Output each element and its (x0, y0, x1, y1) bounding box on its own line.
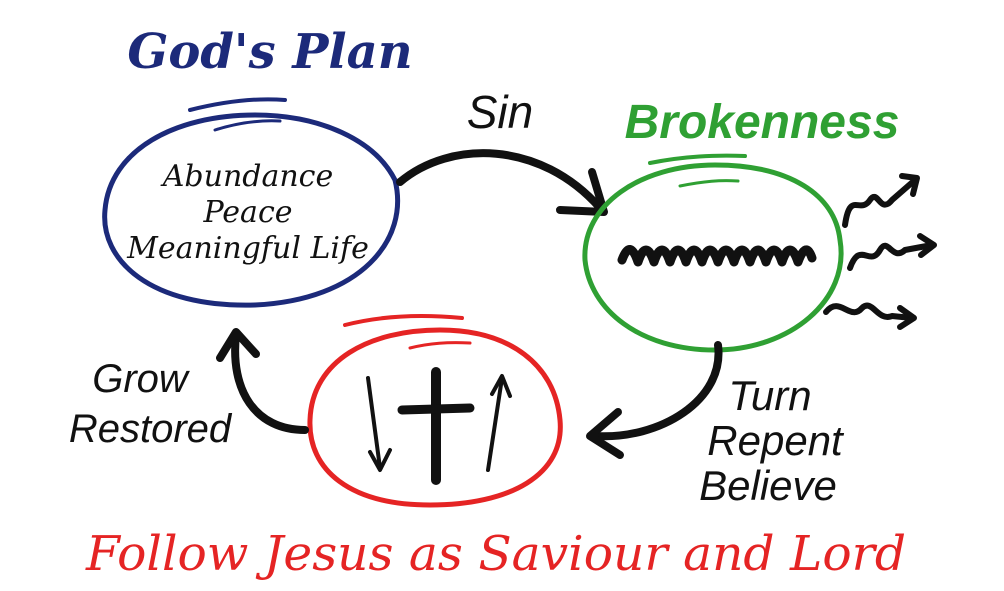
follow-jesus-text: Follow Jesus as Saviour and Lord (85, 526, 906, 582)
turn-arrow-head-icon (586, 408, 624, 459)
gods-plan-line-peace: Peace (202, 195, 292, 230)
zigzag-arrow-icon (847, 242, 935, 271)
brokenness-title: Brokenness (625, 96, 900, 149)
believe-line: Believe (699, 462, 837, 509)
gods-plan-line-abundance: Abundance (160, 159, 333, 194)
grow-arrow (231, 331, 309, 434)
zigzag-arrow-icon (842, 177, 918, 228)
brokenness-squiggle-icon (617, 245, 817, 267)
follow-jesus-circle (307, 314, 563, 508)
turn-line: Turn (728, 372, 811, 419)
grow-line: Grow (92, 357, 191, 401)
scatter-arrows (823, 173, 937, 330)
gods-plan-line-meaningful-life: Meaningful Life (126, 231, 369, 266)
grow-arrow-head-icon (216, 328, 260, 362)
sin-label: Sin (467, 86, 533, 138)
up-arrow-icon (486, 374, 512, 472)
sin-arrow (396, 149, 604, 212)
repent-line: Repent (707, 417, 845, 464)
restored-line: Restored (69, 407, 233, 451)
zigzag-arrow-head-icon (897, 305, 917, 330)
zigzag-arrow-head-icon (917, 233, 937, 258)
zigzag-arrow-icon (823, 302, 915, 321)
turn-arrow (591, 341, 723, 441)
down-arrow-icon (366, 376, 392, 472)
sin-arrow-head-icon (556, 168, 608, 216)
cross-icon (397, 367, 475, 485)
brokenness-circle (582, 153, 844, 353)
zigzag-arrow-head-icon (899, 173, 920, 197)
gods-plan-title: God's Plan (127, 24, 412, 80)
gods-plan-circle (102, 97, 401, 308)
